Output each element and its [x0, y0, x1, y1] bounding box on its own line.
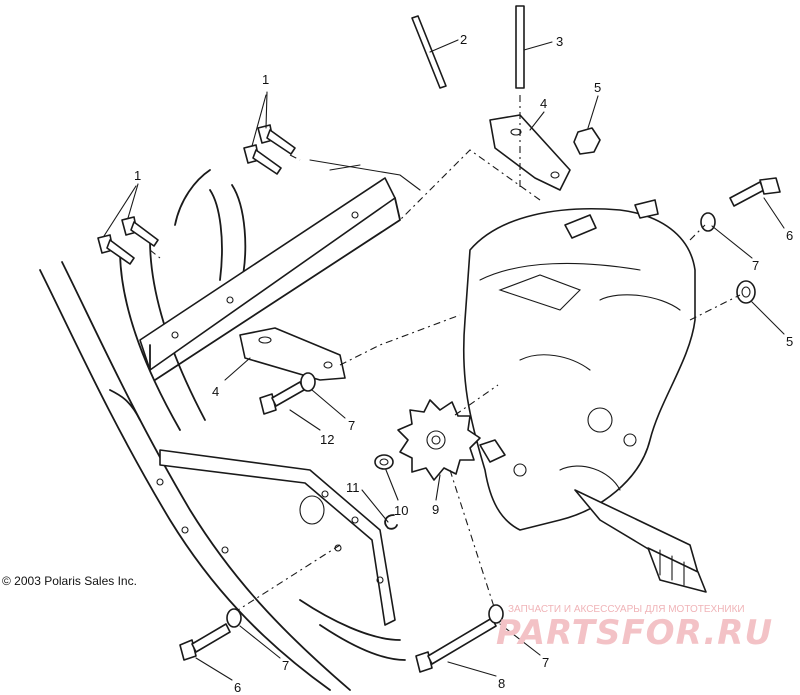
callout-1: 1: [262, 72, 269, 87]
bolt-top-2: [243, 144, 282, 175]
upper-mount-bracket: [139, 159, 421, 381]
callout-7: 7: [752, 258, 759, 273]
callout-8: 8: [498, 676, 505, 691]
watermark: ЗАПЧАСТИ И АКСЕССУАРЫ ДЛЯ МОТОТЕХНИКИ PA…: [496, 604, 773, 653]
watermark-tagline: ЗАПЧАСТИ И АКСЕССУАРЫ ДЛЯ МОТОТЕХНИКИ: [508, 604, 745, 615]
callout-6: 6: [234, 680, 241, 695]
bolt-part-12: [259, 372, 316, 415]
callout-7: 7: [282, 658, 289, 673]
callout-9: 9: [432, 502, 439, 517]
lower-mount-plate: [159, 449, 396, 626]
callout-labels: 1 1 2 3 4 4 5 5 6 6 7 7 7 7 8 9 10 11 12: [134, 32, 793, 695]
torque-link-lower: [239, 327, 346, 381]
snap-ring-and-washer: [374, 454, 398, 530]
copyright-text: © 2003 Polaris Sales Inc.: [2, 574, 137, 588]
frame-rails: [39, 169, 406, 691]
bolt-left-2: [97, 234, 135, 265]
torque-link-upper: [489, 114, 571, 191]
callout-1: 1: [134, 168, 141, 183]
bolts: [97, 5, 781, 673]
callout-7: 7: [348, 418, 355, 433]
watermark-brand: PARTSFOR.RU: [496, 613, 773, 653]
leader-lines: [103, 39, 785, 681]
bolt-part-8: [415, 617, 497, 673]
callout-2: 2: [460, 32, 467, 47]
bolt-top-1: [257, 124, 296, 155]
drive-sprocket: [397, 399, 481, 481]
bolt-left-1: [121, 216, 159, 247]
rod-part-2: [411, 15, 447, 89]
assembly-lines: [149, 95, 741, 611]
callout-6: 6: [786, 228, 793, 243]
callout-4: 4: [212, 384, 219, 399]
callout-10: 10: [394, 503, 408, 518]
rod-part-3: [515, 5, 525, 89]
gearcase-housing: [462, 199, 707, 593]
bolt-part-6-right: [729, 177, 781, 207]
callout-4: 4: [540, 96, 547, 111]
callout-11: 11: [346, 480, 360, 495]
callout-7: 7: [542, 655, 549, 670]
callout-5: 5: [786, 334, 793, 349]
nuts-and-washers: [226, 127, 756, 628]
bolt-part-6-bottom: [179, 623, 231, 661]
callout-5: 5: [594, 80, 601, 95]
callout-3: 3: [556, 34, 563, 49]
callout-12: 12: [320, 432, 334, 447]
